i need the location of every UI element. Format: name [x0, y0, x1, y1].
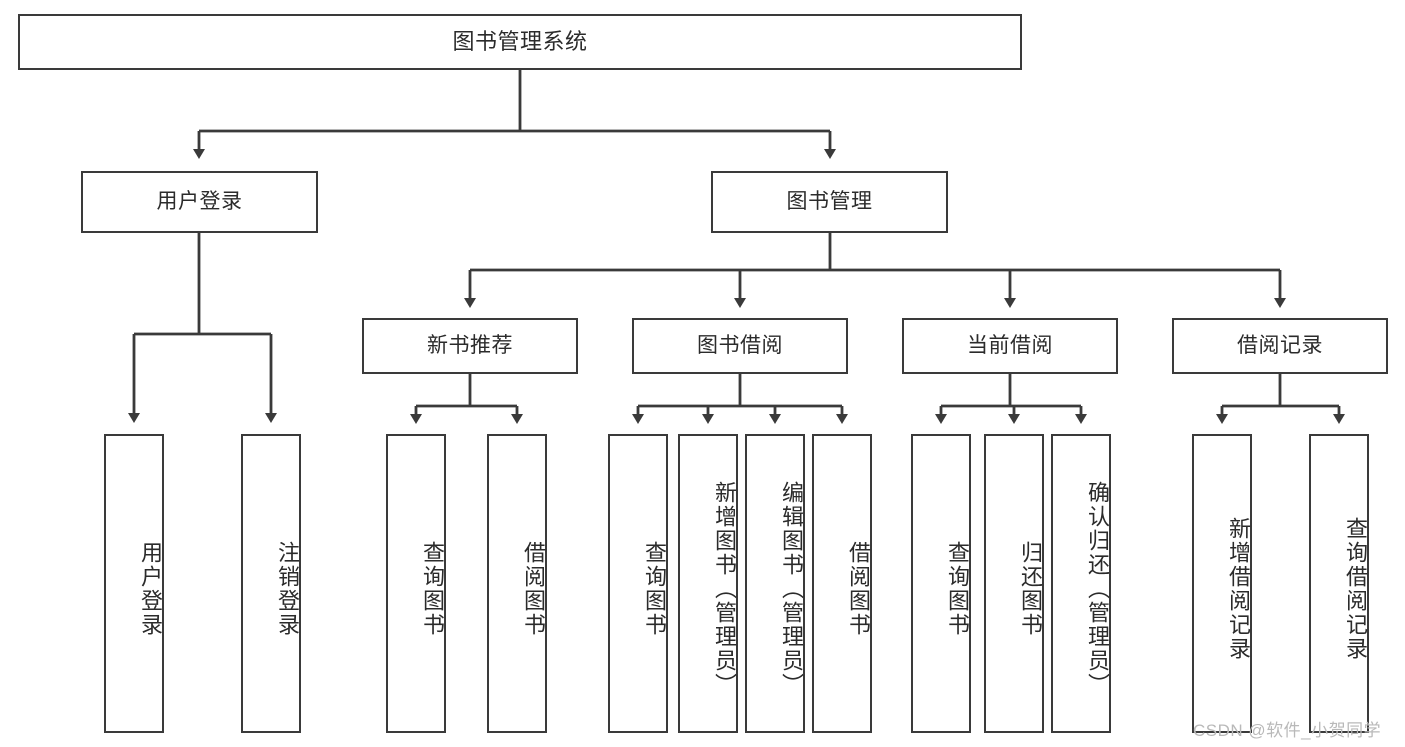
node-new-book-recommend[interactable]: 新书推荐 [362, 318, 578, 374]
node-book-borrow[interactable]: 图书借阅 [632, 318, 848, 374]
leaf-query-borrow-record[interactable]: 查询借阅记录 [1309, 434, 1369, 733]
node-user-login[interactable]: 用户登录 [81, 171, 318, 233]
leaf-query-book-borrow-label: 查询图书 [642, 540, 667, 637]
leaf-query-book-recommend[interactable]: 查询图书 [386, 434, 446, 733]
node-book-borrow-label: 图书借阅 [697, 334, 783, 358]
node-user-login-label: 用户登录 [156, 190, 243, 214]
leaf-confirm-return-admin-label: 确认归还（管理员） [1085, 480, 1110, 697]
leaf-query-book-recommend-label: 查询图书 [420, 540, 445, 637]
leaf-user-login-label: 用户登录 [138, 540, 163, 637]
node-root[interactable]: 图书管理系统 [18, 14, 1022, 70]
node-root-label: 图书管理系统 [452, 28, 588, 54]
leaf-confirm-return-admin[interactable]: 确认归还（管理员） [1051, 434, 1111, 733]
node-new-book-recommend-label: 新书推荐 [427, 334, 513, 358]
leaf-borrow-book[interactable]: 借阅图书 [812, 434, 872, 733]
leaf-edit-book-admin[interactable]: 编辑图书（管理员） [745, 434, 805, 733]
leaf-add-book-admin-label: 新增图书（管理员） [712, 480, 737, 697]
leaf-query-book-current-label: 查询图书 [945, 540, 970, 637]
leaf-logout-label: 注销登录 [275, 540, 300, 637]
leaf-add-borrow-record-label: 新增借阅记录 [1226, 516, 1251, 661]
leaf-borrow-book-label: 借阅图书 [846, 540, 871, 637]
leaf-query-book-current[interactable]: 查询图书 [911, 434, 971, 733]
leaf-user-login[interactable]: 用户登录 [104, 434, 164, 733]
leaf-query-borrow-record-label: 查询借阅记录 [1343, 516, 1368, 661]
leaf-logout[interactable]: 注销登录 [241, 434, 301, 733]
node-current-borrow-label: 当前借阅 [967, 334, 1053, 358]
leaf-edit-book-admin-label: 编辑图书（管理员） [779, 480, 804, 697]
node-borrow-record-label: 借阅记录 [1237, 334, 1323, 358]
leaf-return-book[interactable]: 归还图书 [984, 434, 1044, 733]
node-book-manage[interactable]: 图书管理 [711, 171, 948, 233]
leaf-borrow-book-recommend[interactable]: 借阅图书 [487, 434, 547, 733]
leaf-add-borrow-record[interactable]: 新增借阅记录 [1192, 434, 1252, 733]
csdn-watermark: CSDN @软件_小贺同学 [1193, 721, 1382, 740]
node-book-manage-label: 图书管理 [786, 190, 873, 214]
node-borrow-record[interactable]: 借阅记录 [1172, 318, 1388, 374]
leaf-query-book-borrow[interactable]: 查询图书 [608, 434, 668, 733]
leaf-return-book-label: 归还图书 [1018, 540, 1043, 637]
leaf-borrow-book-recommend-label: 借阅图书 [521, 540, 546, 637]
leaf-add-book-admin[interactable]: 新增图书（管理员） [678, 434, 738, 733]
node-current-borrow[interactable]: 当前借阅 [902, 318, 1118, 374]
